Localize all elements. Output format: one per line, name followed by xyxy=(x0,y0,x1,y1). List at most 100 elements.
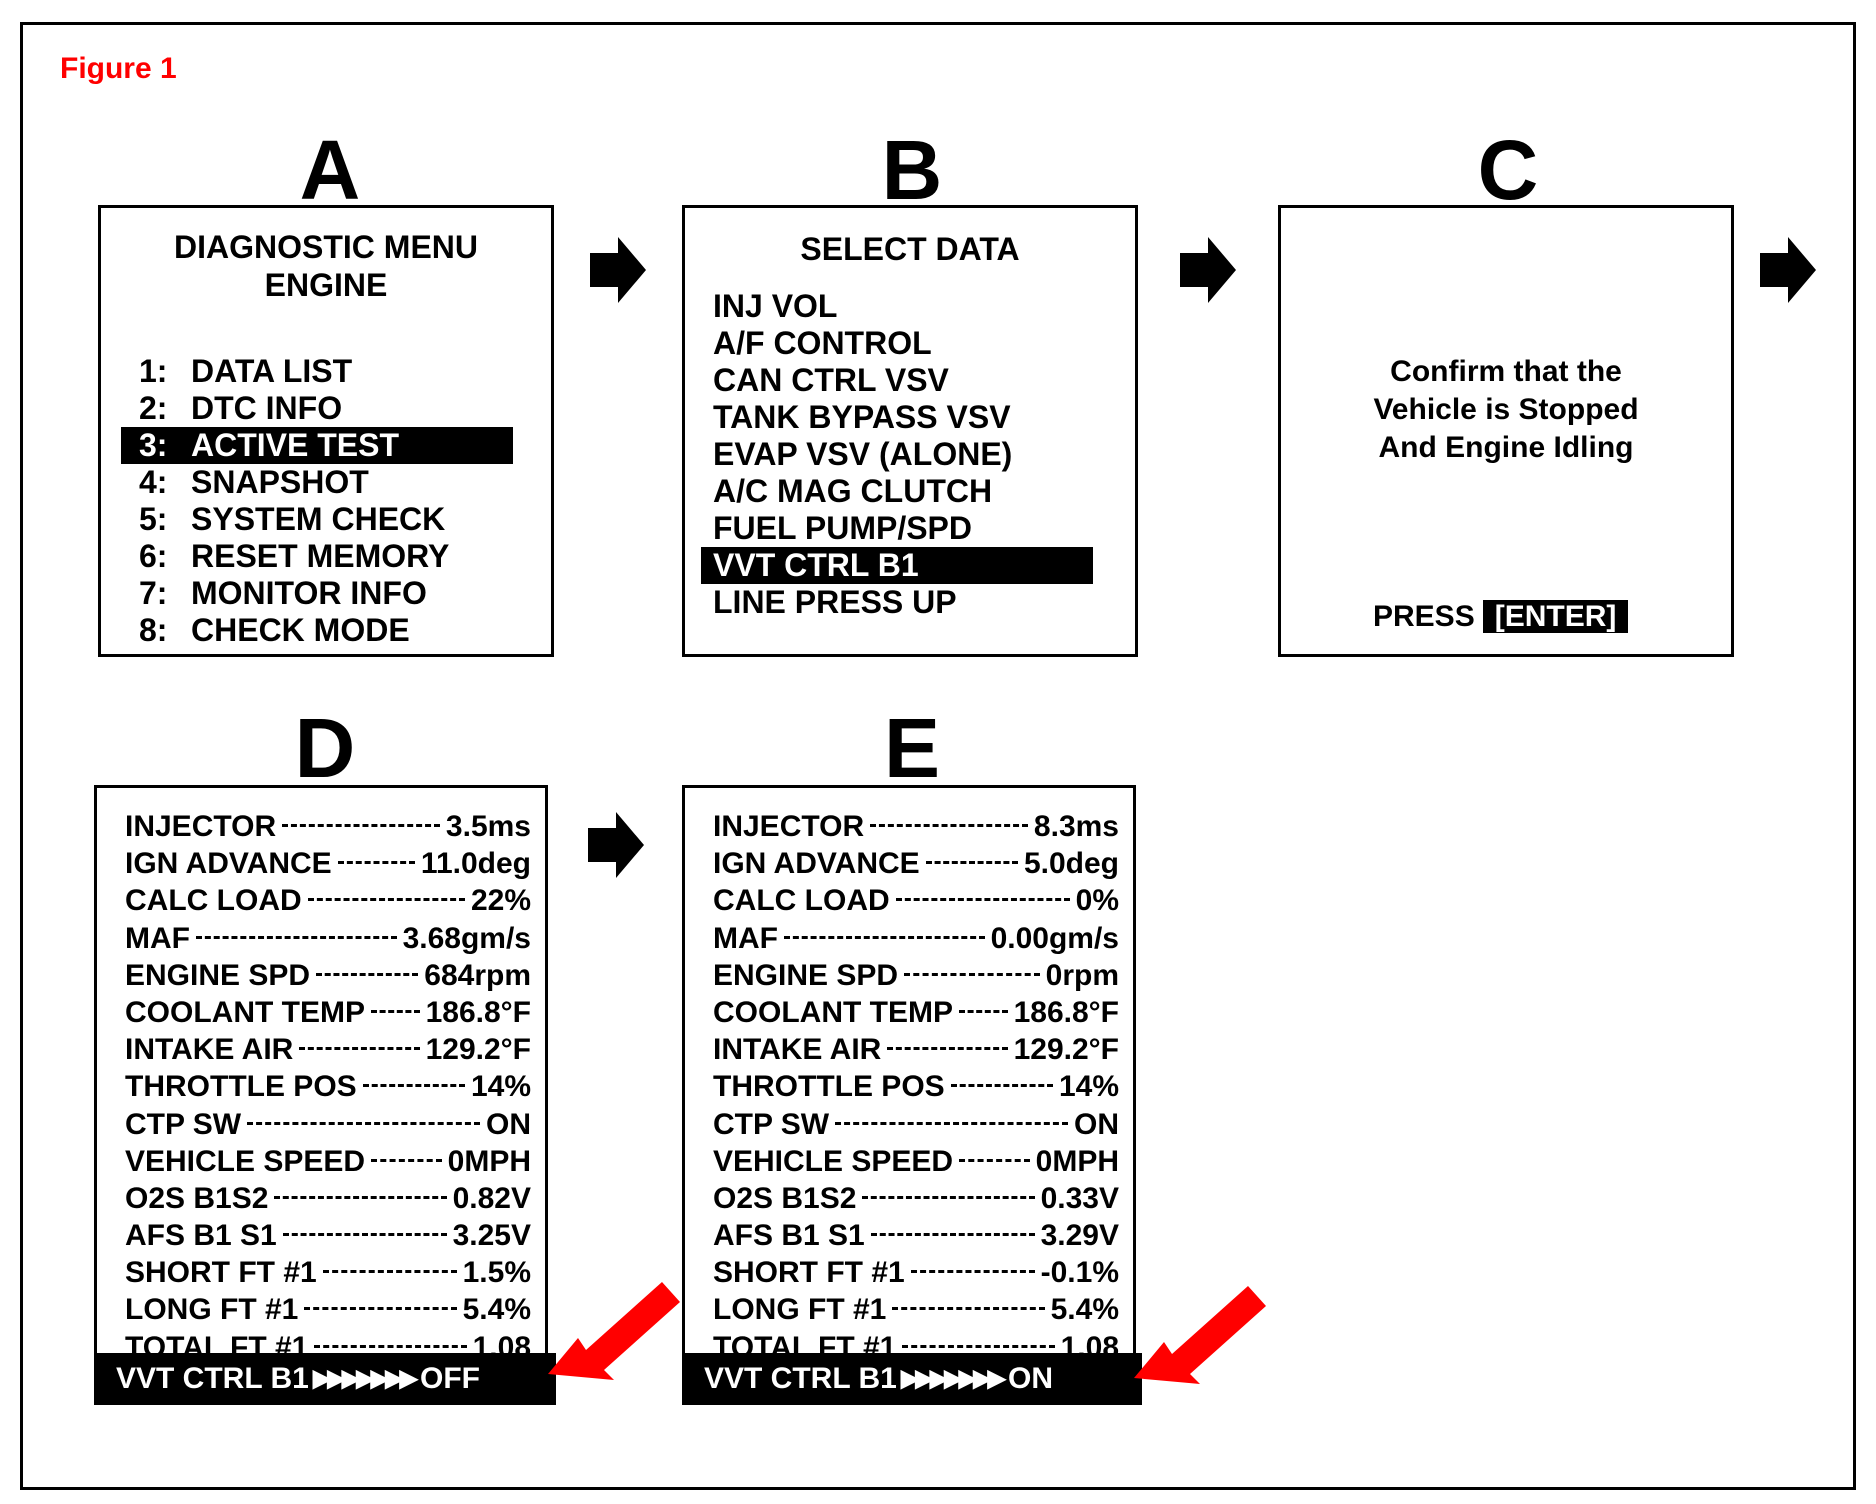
panel-letter-c: C xyxy=(1477,123,1539,217)
confirm-message: Confirm that the Vehicle is Stopped And … xyxy=(1281,353,1731,467)
data-row-value: 0.33V xyxy=(1040,1181,1119,1215)
menu-item[interactable]: 2:DTC INFO xyxy=(121,390,513,427)
data-row-value: 22% xyxy=(470,884,531,918)
menu-item-label: DTC INFO xyxy=(191,390,343,426)
select-data-item[interactable]: EVAP VSV (ALONE) xyxy=(713,436,1013,472)
right-arrow-icon xyxy=(590,237,646,303)
menu-item[interactable]: 7: MONITOR INFO xyxy=(121,575,513,612)
panel-d-status-value: OFF xyxy=(420,1362,481,1395)
dashed-leader xyxy=(902,1344,1055,1348)
select-data-item[interactable]: FUEL PUMP/SPD xyxy=(713,510,972,546)
data-row: COOLANT TEMP 186.8°F xyxy=(713,994,1119,1031)
data-row-label: CALC LOAD xyxy=(125,884,302,918)
right-arrow-icon xyxy=(588,812,644,878)
data-row-value: 1.5% xyxy=(462,1256,531,1290)
dashed-leader xyxy=(959,1158,1030,1162)
menu-item-number: 7: xyxy=(139,575,168,611)
dashed-leader xyxy=(337,861,415,865)
red-callout-arrow-icon xyxy=(1134,1286,1266,1384)
data-row-label: CTP SW xyxy=(713,1107,830,1141)
data-row-label: THROTTLE POS xyxy=(713,1070,945,1104)
select-data-item[interactable]: CAN CTRL VSV xyxy=(713,362,949,398)
data-row-value: ON xyxy=(486,1107,531,1141)
select-data-item[interactable]: INJ VOL xyxy=(713,288,838,324)
menu-item-label: SNAPSHOT xyxy=(191,464,369,500)
dashed-leader xyxy=(195,935,397,939)
data-row-value: 14% xyxy=(1058,1070,1119,1104)
data-row-label: IGN ADVANCE xyxy=(713,847,920,881)
menu-item[interactable]: 1:DATA LIST xyxy=(121,353,513,390)
select-data-item[interactable]: LINE PRESS UP xyxy=(713,584,957,620)
data-row-label: AFS B1 S1 xyxy=(713,1219,865,1253)
data-row-value: ON xyxy=(1074,1107,1119,1141)
dashed-leader xyxy=(950,1084,1053,1088)
dashed-leader xyxy=(282,1233,447,1237)
select-data-item[interactable]: TANK BYPASS VSV xyxy=(713,399,1011,435)
data-row-label: IGN ADVANCE xyxy=(125,847,332,881)
panel-d-status-label: VVT CTRL B1 xyxy=(116,1362,309,1395)
select-data-item[interactable]: VVT CTRL B1 xyxy=(701,547,1093,584)
menu-item[interactable]: 4: SNAPSHOT xyxy=(121,464,513,501)
right-arrow-icon xyxy=(1760,237,1816,303)
select-data-item[interactable]: A/C MAG CLUTCH xyxy=(713,473,993,509)
data-row-label: INJECTOR xyxy=(713,810,865,843)
data-row-label: SHORT FT #1 xyxy=(125,1256,317,1290)
panel-c-confirm: Confirm that the Vehicle is Stopped And … xyxy=(1278,205,1734,657)
dashed-leader xyxy=(307,898,465,902)
panel-letter-b: B xyxy=(881,123,943,217)
data-row-label: INTAKE AIR xyxy=(713,1033,882,1067)
dashed-leader xyxy=(316,972,419,976)
right-arrow-icon xyxy=(1180,237,1236,303)
dashed-leader xyxy=(895,898,1070,902)
data-row-label: ENGINE SPD xyxy=(125,958,311,992)
menu-item-number: 6: xyxy=(139,538,168,574)
data-row-label: THROTTLE POS xyxy=(125,1070,357,1104)
data-row: MAF 0.00gm/s xyxy=(713,920,1119,957)
data-row-label: LONG FT #1 xyxy=(713,1293,887,1327)
panel-e-status-value: ON xyxy=(1008,1362,1054,1395)
data-row-value: -0.1% xyxy=(1040,1256,1119,1290)
menu-item-number: 1: xyxy=(139,353,168,389)
confirm-line-2: Vehicle is Stopped xyxy=(1373,393,1639,426)
data-row-value: 0% xyxy=(1075,884,1119,918)
menu-item[interactable]: 6:RESET MEMORY xyxy=(121,538,513,575)
dashed-leader xyxy=(371,1009,420,1013)
dashed-leader xyxy=(925,861,1018,865)
panel-e-status-bar: VVT CTRL B1 ▶▶▶▶▶▶▶ ON xyxy=(682,1353,1142,1405)
figure-frame xyxy=(20,22,1856,1490)
menu-item[interactable]: 5:SYSTEM CHECK xyxy=(121,501,513,538)
data-row-label: CALC LOAD xyxy=(713,884,890,918)
data-row: THROTTLE POS 14% xyxy=(125,1068,531,1105)
panel-letter-a: A xyxy=(299,123,361,217)
data-row-value: 186.8°F xyxy=(1013,995,1119,1029)
dashed-leader xyxy=(362,1084,465,1088)
menu-item-label: MONITOR INFO xyxy=(191,575,427,611)
data-row-label: COOLANT TEMP xyxy=(125,995,365,1029)
panel-b-title: SELECT DATA xyxy=(800,231,1020,267)
dashed-leader xyxy=(910,1270,1035,1274)
data-row-value: 5.4% xyxy=(1050,1293,1119,1327)
data-row-value: 3.25V xyxy=(452,1219,531,1253)
data-row-value: 14% xyxy=(470,1070,531,1104)
data-row-label: MAF xyxy=(713,921,778,955)
dashed-leader xyxy=(274,1195,447,1199)
panel-letter-d: D xyxy=(294,701,356,795)
data-row-label: COOLANT TEMP xyxy=(713,995,953,1029)
select-data-item[interactable]: A/F CONTROL xyxy=(713,325,932,361)
menu-item[interactable]: 8:CHECK MODE xyxy=(121,612,513,649)
menu-item[interactable]: 3:ACTIVE TEST xyxy=(121,427,513,464)
menu-item-number: 4: xyxy=(139,464,168,500)
dashed-leader xyxy=(892,1307,1045,1311)
data-row-value: 8.3ms xyxy=(1033,810,1119,843)
panel-a-title-line2: ENGINE xyxy=(264,267,388,303)
data-row-value: 0.00gm/s xyxy=(990,921,1119,955)
data-row-label: ENGINE SPD xyxy=(713,958,899,992)
